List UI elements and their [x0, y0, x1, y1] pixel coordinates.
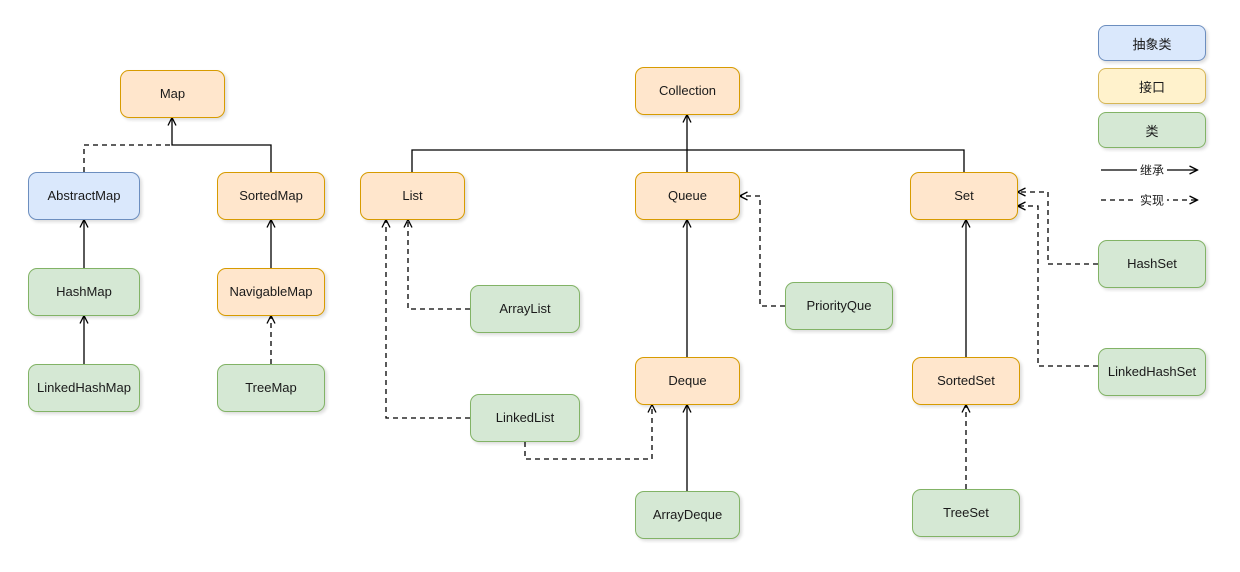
- legend-implementation-arrow: 实现: [1098, 190, 1206, 210]
- edge-set-to-collection: [687, 149, 965, 172]
- node-linked-list: LinkedList: [470, 394, 580, 442]
- node-abstract-map: AbstractMap: [28, 172, 140, 220]
- node-sorted-set: SortedSet: [912, 357, 1020, 405]
- node-deque: Deque: [635, 357, 740, 405]
- legend-inheritance-label: 继承: [1136, 161, 1168, 179]
- node-list: List: [360, 172, 465, 220]
- edge-linked-list-to-list: [386, 220, 470, 419]
- edge-array-list-to-list: [408, 220, 470, 310]
- node-navigable-map: NavigableMap: [217, 268, 325, 316]
- node-array-list: ArrayList: [470, 285, 580, 333]
- legend-implementation-label: 实现: [1136, 191, 1168, 209]
- legend-class-swatch: 类: [1098, 112, 1206, 148]
- node-sorted-map: SortedMap: [217, 172, 325, 220]
- node-priority-que: PriorityQue: [785, 282, 893, 330]
- legend-inheritance-arrow: 继承: [1098, 160, 1206, 180]
- edge-hash-set-to-set: [1018, 192, 1098, 265]
- edge-linked-hash-set-to-set: [1018, 206, 1098, 367]
- node-linked-hash-set: LinkedHashSet: [1098, 348, 1206, 396]
- node-tree-map: TreeMap: [217, 364, 325, 412]
- node-tree-set: TreeSet: [912, 489, 1020, 537]
- node-array-deque: ArrayDeque: [635, 491, 740, 539]
- node-hash-map: HashMap: [28, 268, 140, 316]
- legend-abstract-class-swatch: 抽象类: [1098, 25, 1206, 61]
- edge-abstract-map-to-map: [83, 144, 170, 172]
- node-collection: Collection: [635, 67, 740, 115]
- edge-list-to-collection: [411, 149, 687, 172]
- node-map: Map: [120, 70, 225, 118]
- edge-priority-que-to-queue: [740, 196, 785, 307]
- legend-interface-swatch: 接口: [1098, 68, 1206, 104]
- node-hash-set: HashSet: [1098, 240, 1206, 288]
- edge-sorted-map-to-map: [172, 118, 272, 172]
- node-queue: Queue: [635, 172, 740, 220]
- node-set: Set: [910, 172, 1018, 220]
- node-linked-hash-map: LinkedHashMap: [28, 364, 140, 412]
